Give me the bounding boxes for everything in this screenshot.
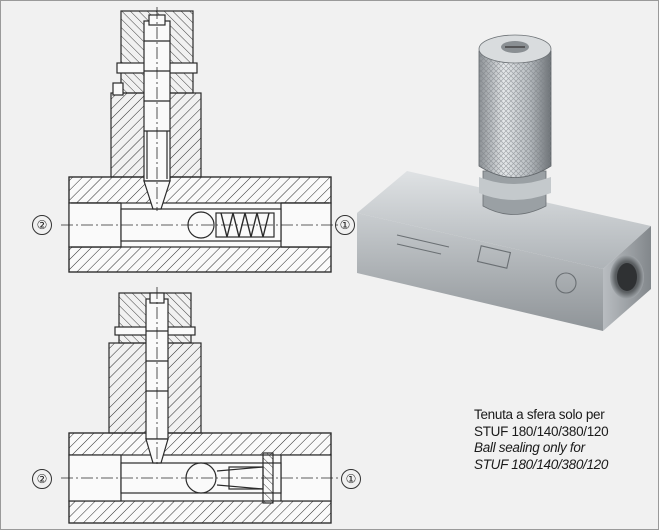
port-label-1-top: ① [335,215,355,235]
note-english-line-1: Ball sealing only for [474,440,585,455]
port-label-1-bottom: ① [341,469,361,489]
note-english-line-2: STUF 180/140/380/120 [474,456,609,472]
note-italian-line-1: Tenuta a sfera solo per [474,407,605,422]
valve-photo [357,34,651,331]
note-italian-line-2: STUF 180/140/380/120 [474,423,609,439]
port-label-2-top: ② [32,215,52,235]
top-cross-section [61,7,341,273]
bottom-cross-section [61,287,341,524]
sealing-note: Tenuta a sfera solo per STUF 180/140/380… [474,407,654,473]
port-label-2-bottom: ② [32,469,52,489]
